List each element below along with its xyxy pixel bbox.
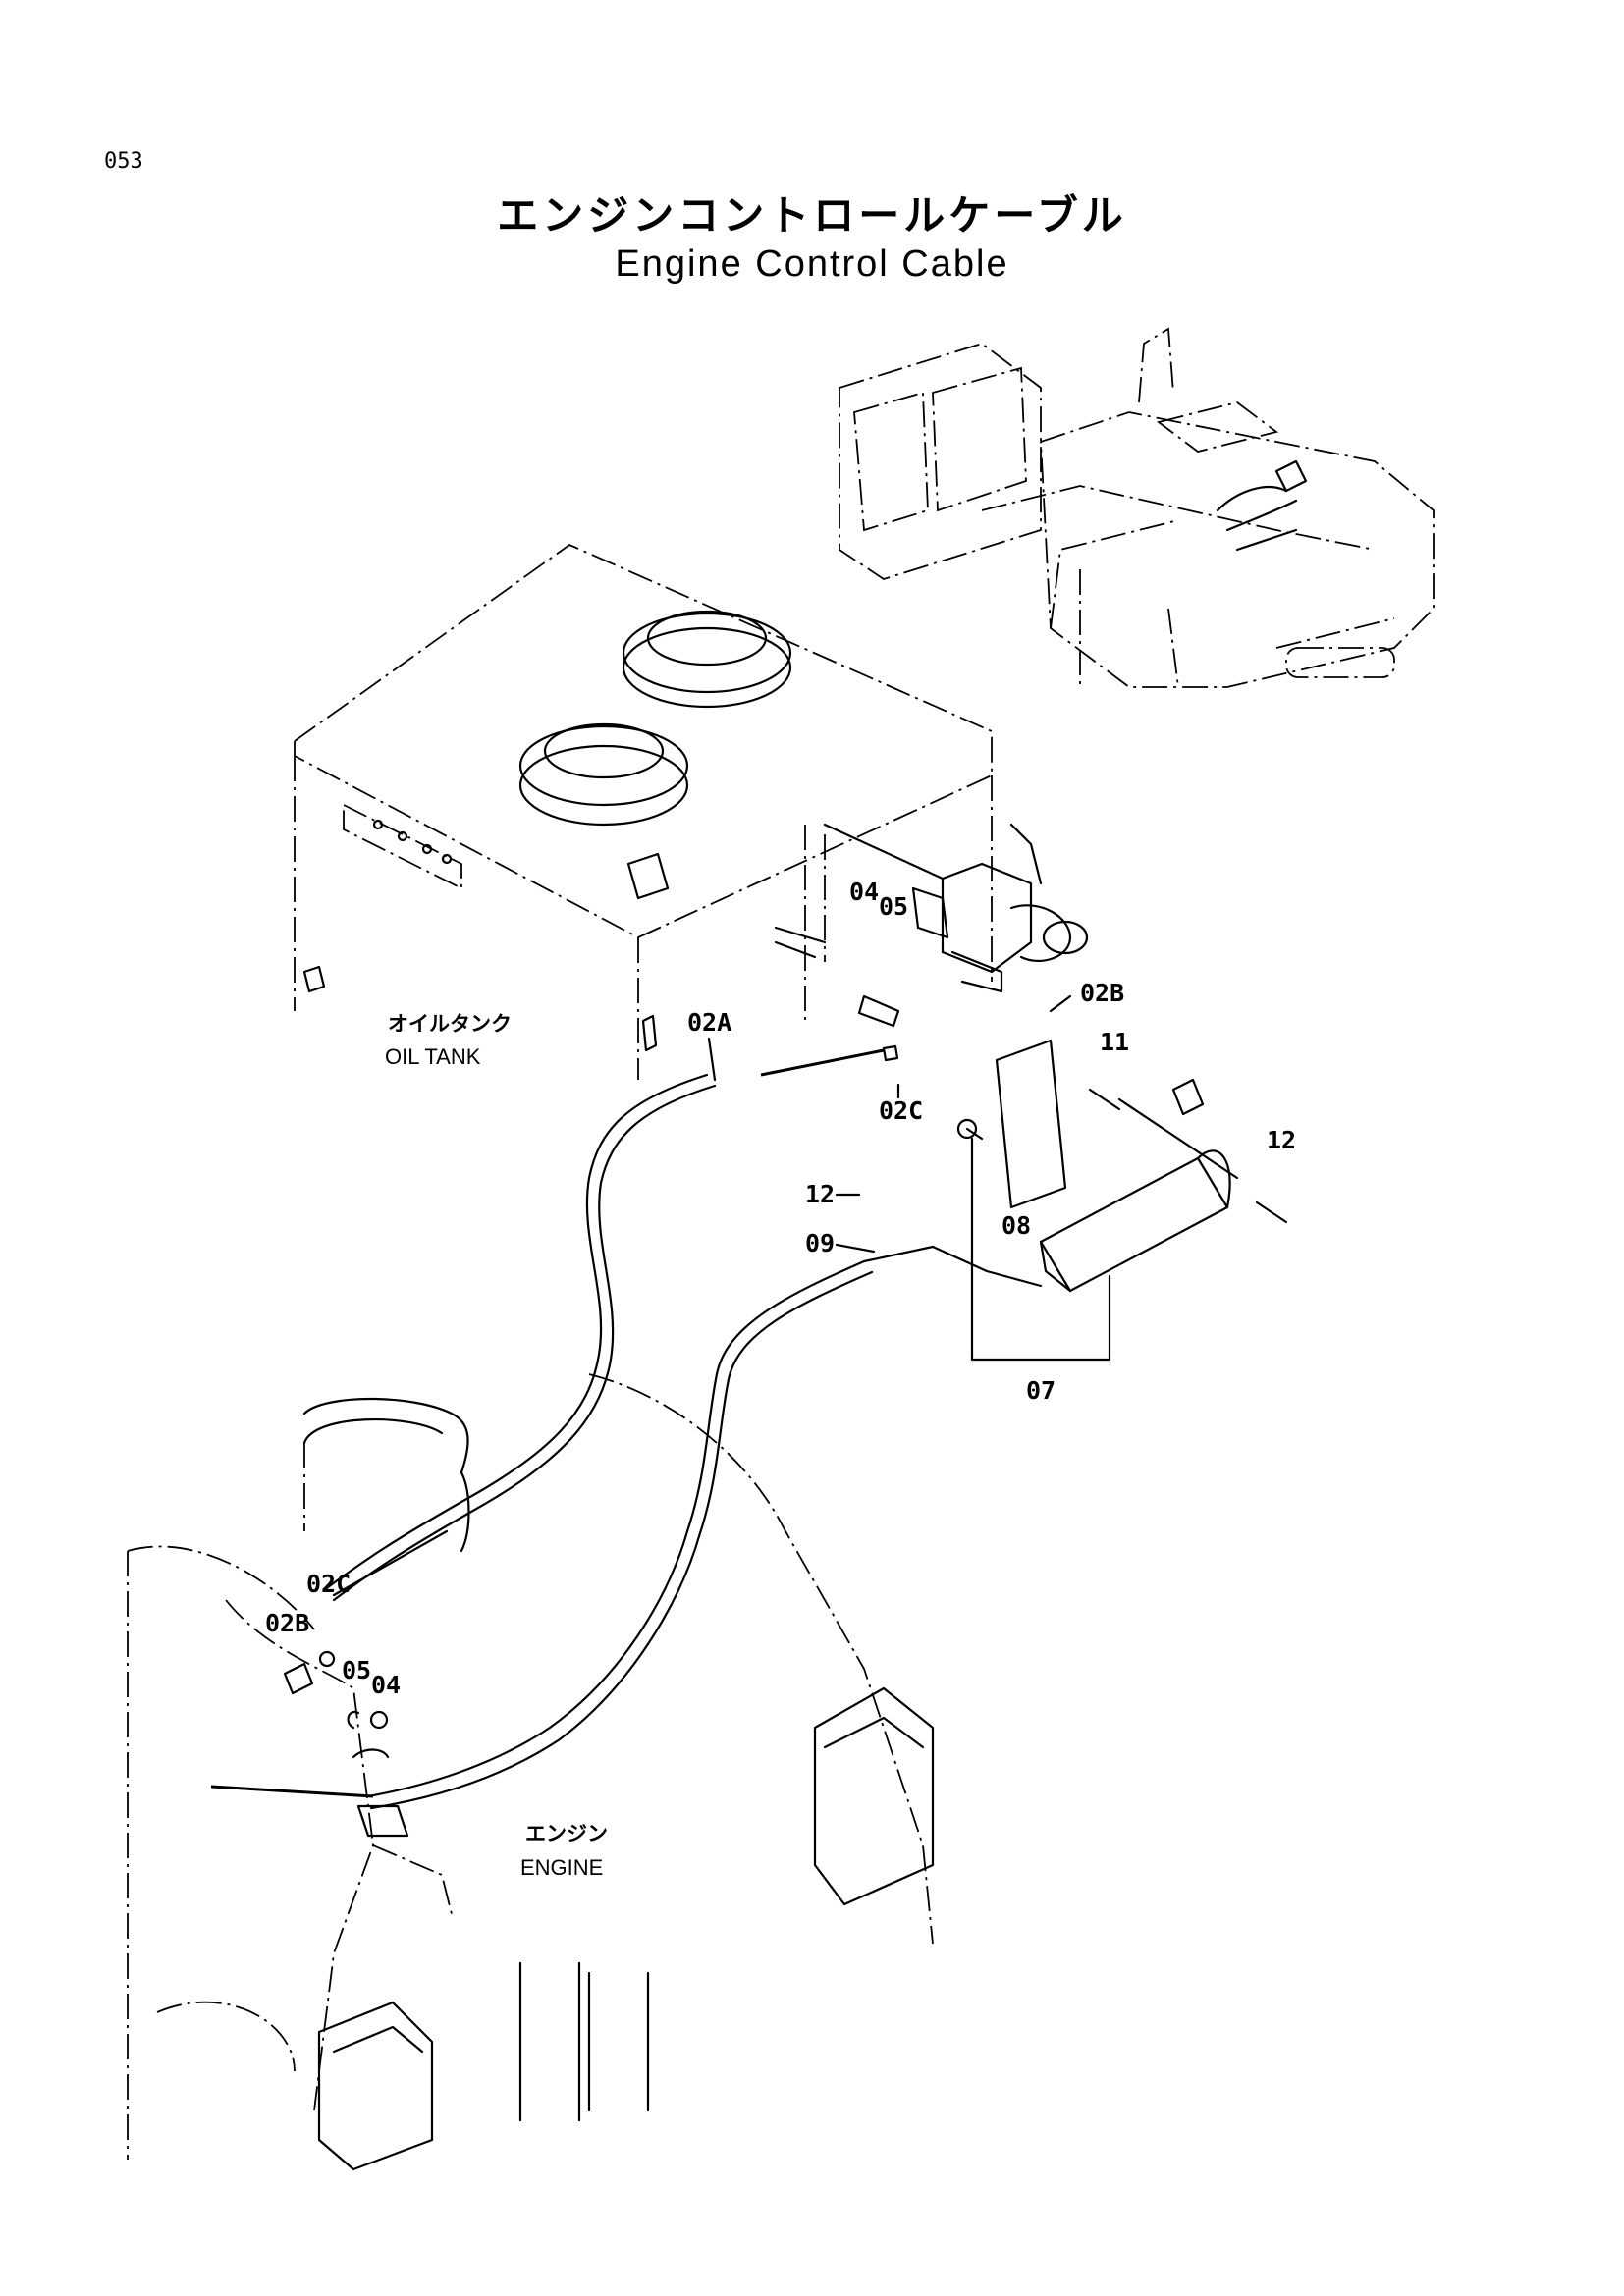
label-11: 11 <box>1100 1028 1129 1056</box>
oil-tank-label-jp: オイルタンク <box>388 1012 512 1036</box>
stop-solenoid-assembly <box>956 1039 1288 1362</box>
label-02B-top: 02B <box>1080 979 1124 1007</box>
label-02B-bottom: 02B <box>265 1609 309 1637</box>
label-04-top: 04 <box>849 878 879 906</box>
oil-tank-illustration <box>294 543 993 1080</box>
label-12-right: 12 <box>1267 1126 1296 1154</box>
label-02C-top: 02C <box>879 1096 923 1125</box>
label-02C-bottom: 02C <box>306 1570 351 1598</box>
diagram-title-japanese: エンジンコントロールケーブル <box>497 191 1127 240</box>
control-bracket-illustration <box>774 823 1089 1028</box>
excavator-overview-illustration <box>839 327 1435 688</box>
engine-label-en: ENGINE <box>520 1855 603 1880</box>
part-callouts: 02A 02B 02C 04 05 11 12 12 09 08 07 02C … <box>265 878 1296 1699</box>
label-08: 08 <box>1001 1211 1031 1240</box>
engine-side-hardware <box>283 1650 389 1730</box>
label-05-top: 05 <box>879 892 908 921</box>
label-05-bottom: 05 <box>342 1656 371 1684</box>
engine-stop-cable <box>210 1245 1043 1810</box>
page-number: 053 <box>104 149 143 174</box>
engine-label-jp: エンジン <box>525 1822 608 1845</box>
label-04-bottom: 04 <box>371 1671 401 1699</box>
label-12-left: 12 <box>805 1180 835 1208</box>
area-labels: オイルタンク OIL TANK エンジン ENGINE <box>385 1012 608 1880</box>
label-02A: 02A <box>687 1008 731 1037</box>
label-07: 07 <box>1026 1376 1056 1405</box>
engine-block-illustration <box>127 1373 935 2171</box>
label-09: 09 <box>805 1229 835 1257</box>
diagram-title-english: Engine Control Cable <box>615 243 1009 285</box>
oil-tank-label-en: OIL TANK <box>385 1044 481 1069</box>
engine-control-cable-02A <box>322 1044 899 1602</box>
